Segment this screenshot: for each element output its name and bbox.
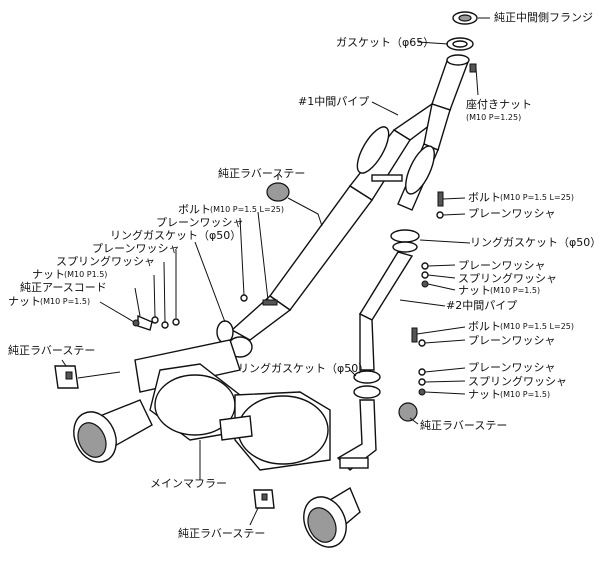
label-nut-right-2: ナット (468, 388, 501, 401)
mid-pipe-2 (336, 251, 414, 471)
tail-pipe-left (73, 399, 153, 463)
rubber-stay-bottom (253, 489, 275, 509)
label-bolt-left: ボルト (178, 203, 211, 216)
label-plain-washer-right-3: プレーンワッシャ (468, 334, 556, 347)
tail-pipe-right (303, 486, 361, 548)
label-nut-left: ナット (32, 268, 65, 281)
label-rubber-stay-top: 純正ラバーステー (218, 167, 306, 180)
spec-nut-right-2: (M10 P=1.5) (500, 390, 551, 399)
label-plain-washer-left-2: プレーンワッシャ (92, 242, 180, 255)
right-hardware-lower (353, 327, 426, 399)
label-nut-earth: ナット (8, 295, 41, 308)
label-plain-washer-left: プレーンワッシャ (156, 216, 244, 229)
rubber-stay-right (398, 402, 418, 422)
label-ring-gasket-right: リングガスケット（φ50） (470, 236, 600, 249)
spec-seat-nut: (M10 P=1.25) (466, 113, 522, 122)
spec-bolt-left: (M10 P=1.5 L=25) (210, 205, 284, 214)
label-earth-cord: 純正アースコード (20, 281, 107, 294)
label-rubber-stay-right: 純正ラバーステー (420, 419, 508, 432)
label-bolt-right-1: ボルト (468, 191, 501, 204)
main-muffler (134, 339, 369, 471)
rubber-stay-left (54, 365, 79, 389)
label-nut-right-1: ナット (458, 284, 491, 297)
label-plain-washer-right-4: プレーンワッシャ (468, 361, 556, 374)
label-spring-washer-right-2: スプリングワッシャ (468, 375, 567, 388)
right-hardware-upper (390, 191, 444, 288)
spec-nut-left: (M10 P1.5) (64, 270, 108, 279)
factory-flange (452, 11, 478, 25)
label-plain-washer-right-1: プレーンワッシャ (468, 207, 556, 220)
label-plain-washer-right-2: プレーンワッシャ (458, 259, 546, 272)
mid-pipe-1 (230, 54, 470, 341)
label-spring-washer-left: スプリングワッシャ (56, 255, 155, 268)
spec-nut-right-1: (M10 P=1.5) (490, 286, 541, 295)
gasket-65 (446, 37, 474, 51)
label-gasket-65: ガスケット（φ65） (336, 36, 435, 49)
label-bolt-right-2: ボルト (468, 320, 501, 333)
label-main-muffler: メインマフラー (150, 477, 227, 490)
spec-bolt-right-1: (M10 P=1.5 L=25) (500, 193, 574, 202)
rubber-stay-top (266, 182, 323, 227)
label-factory-flange: 純正中間側フランジ (494, 11, 593, 24)
label-ring-gasket-mid: リングガスケット（φ50） (238, 362, 370, 375)
seat-nut (469, 63, 477, 73)
label-ring-gasket-left: リングガスケット（φ50） (110, 229, 242, 242)
label-mid-pipe-2: #2中間パイプ (446, 299, 518, 312)
spec-bolt-right-2: (M10 P=1.5 L=25) (500, 322, 574, 331)
spec-nut-earth: (M10 P=1.5) (40, 297, 91, 306)
label-mid-pipe-1: #1中間パイプ (298, 95, 370, 108)
label-spring-washer-right-1: スプリングワッシャ (458, 272, 557, 285)
leader-lines (61, 17, 490, 526)
label-rubber-stay-bottom: 純正ラバーステー (178, 527, 266, 540)
label-seat-nut: 座付きナット (466, 98, 532, 111)
label-rubber-stay-left: 純正ラバーステー (8, 344, 96, 357)
